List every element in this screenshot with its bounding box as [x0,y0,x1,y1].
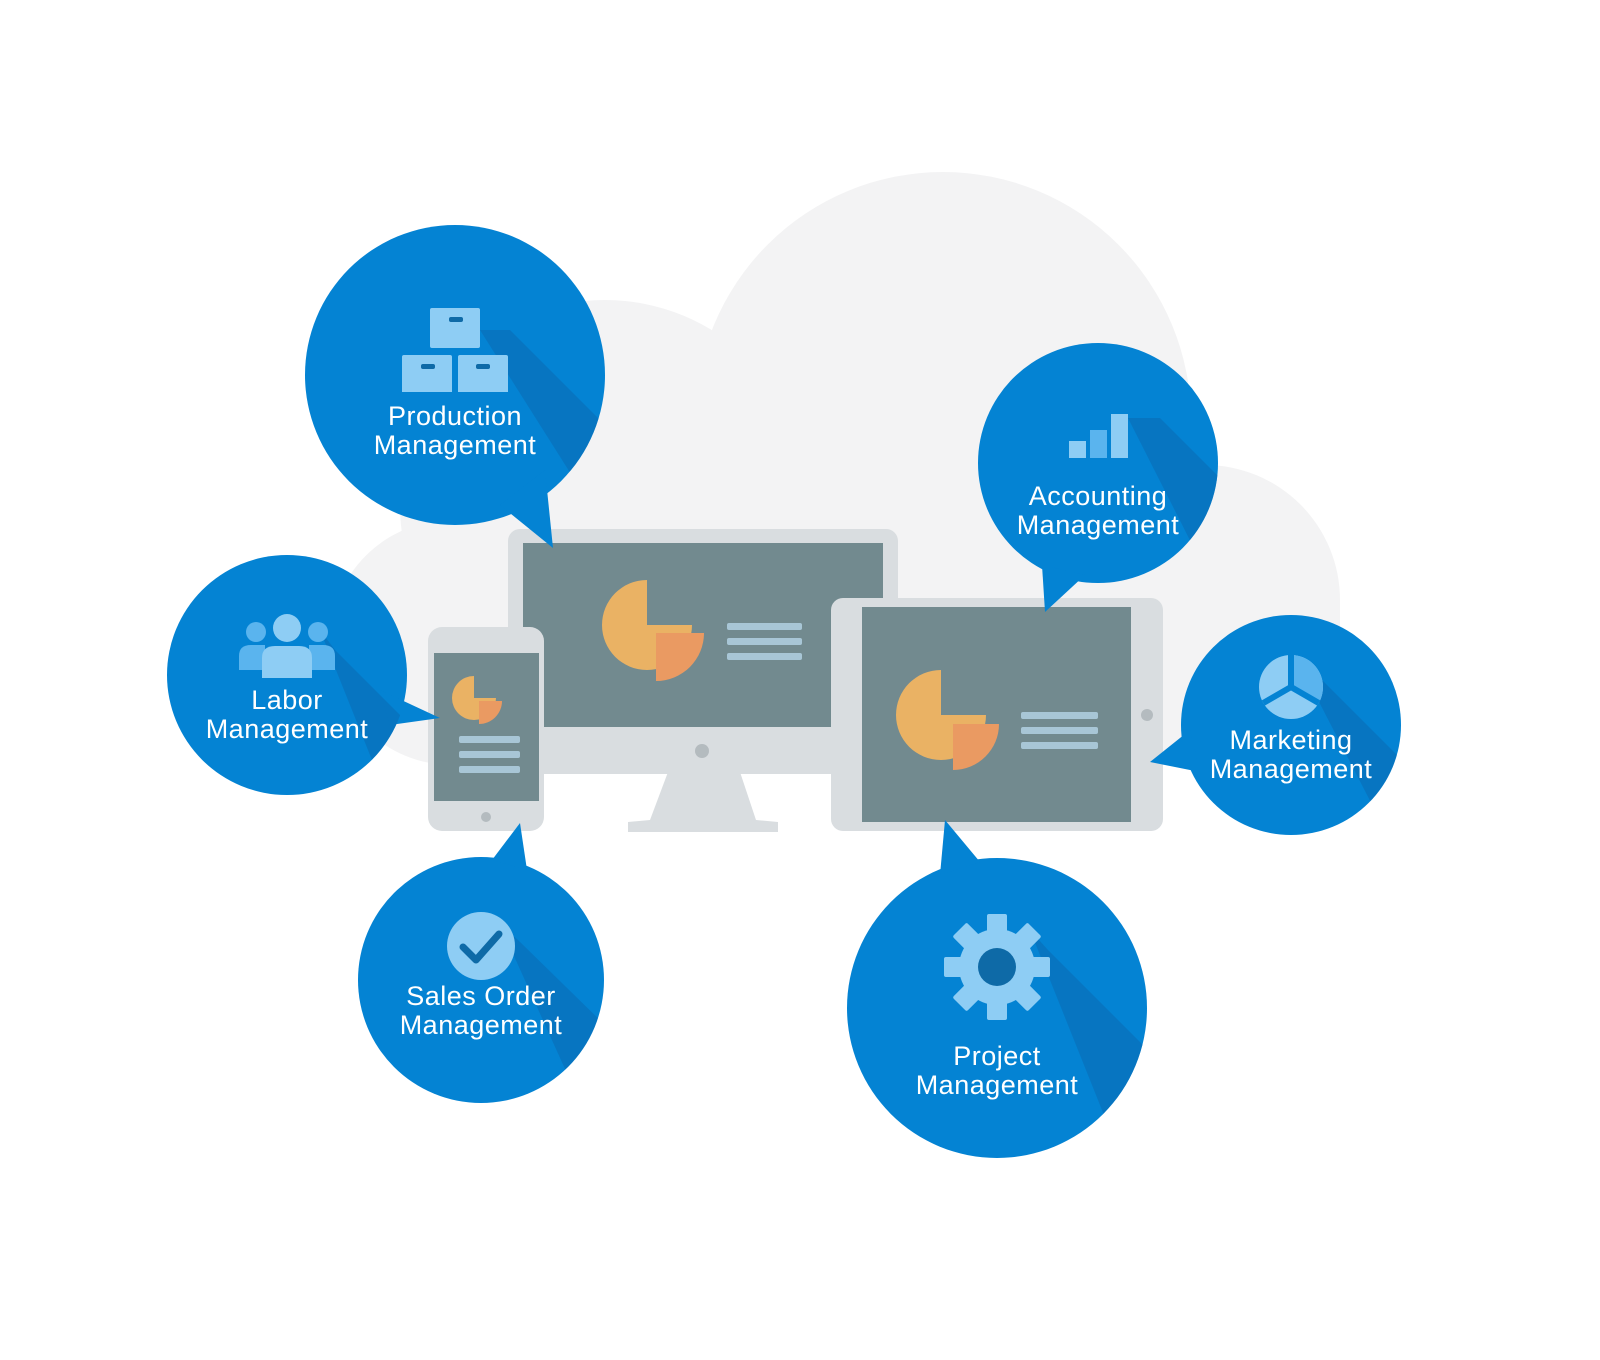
accounting-management-label: Accounting Management [1016,481,1180,540]
marketing-bubble-shape [1150,615,1401,835]
checkmark-icon [447,912,515,980]
boxes-icon [402,308,508,392]
sales-order-management-label: Sales Order Management [399,981,563,1040]
people-icon [239,614,335,678]
labor-management-bubble[interactable]: Labor Management [182,610,392,744]
smartphone [428,627,544,831]
marketing-management-label: Marketing Management [1209,725,1373,784]
labor-management-label: Labor Management [205,685,369,744]
production-management-label: Production Management [373,401,537,460]
pie-chart-icon [1259,655,1323,719]
gear-icon [944,914,1050,1020]
bar-chart-icon [1069,414,1128,458]
desktop-monitor [508,529,898,832]
production-management-bubble[interactable]: Production Management [345,300,565,460]
accounting-bubble-shape [978,343,1218,612]
marketing-management-bubble[interactable]: Marketing Management [1191,652,1391,784]
project-management-label: Project Management [915,1041,1079,1100]
project-management-bubble[interactable]: Project Management [887,912,1107,1100]
sales-order-management-bubble[interactable]: Sales Order Management [371,910,591,1040]
tablet [831,598,1163,831]
accounting-management-bubble[interactable]: Accounting Management [993,408,1203,540]
production-bubble-shape [305,225,605,548]
